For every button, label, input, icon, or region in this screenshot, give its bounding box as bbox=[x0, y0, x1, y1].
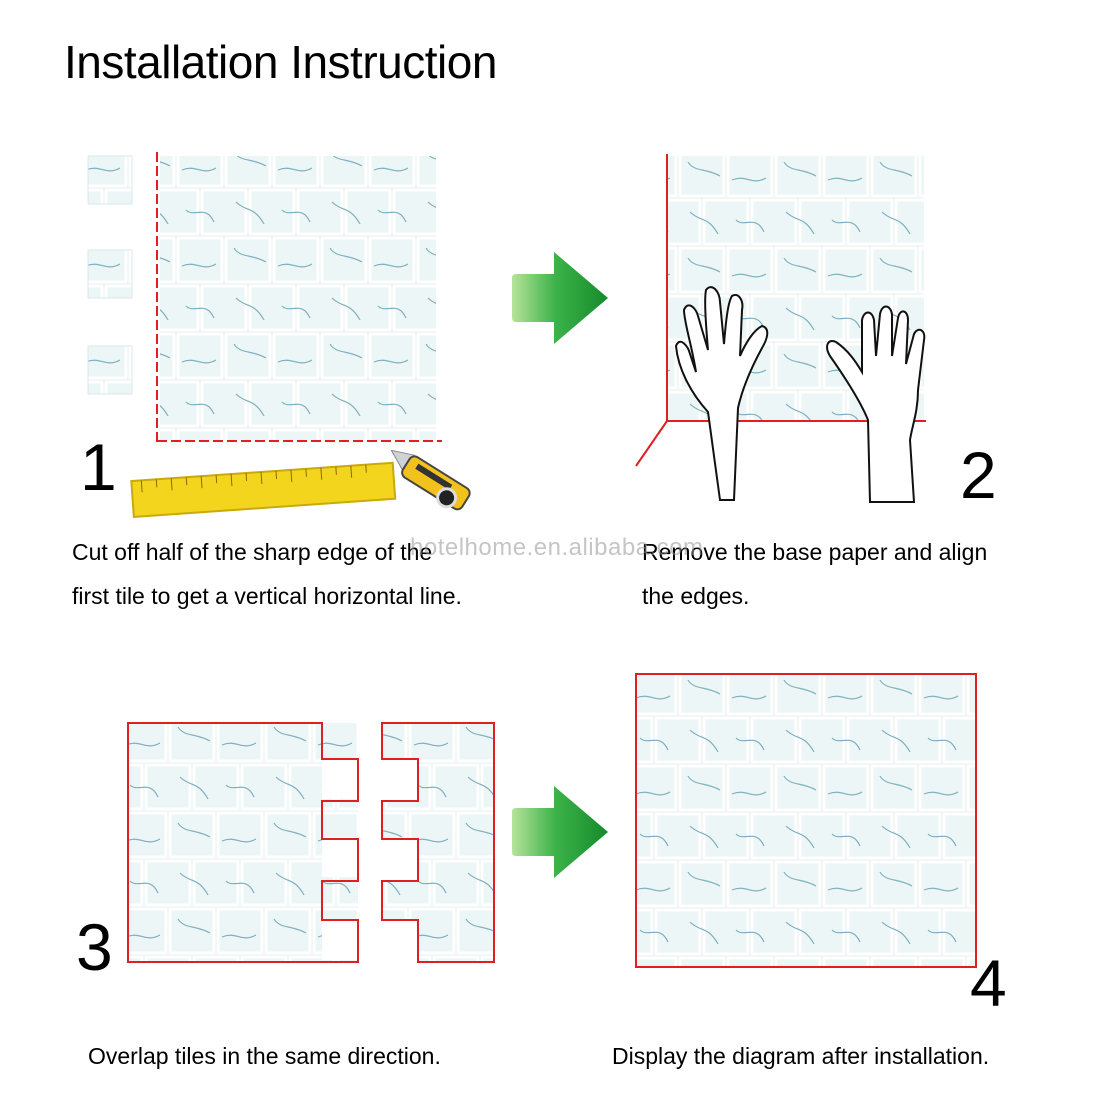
tile-panel bbox=[160, 156, 436, 440]
step-caption: Display the diagram after installation. bbox=[612, 1043, 990, 1069]
ruler-icon bbox=[130, 461, 397, 519]
watermark-text: hotelhome.en.alibaba.com bbox=[410, 534, 704, 561]
tile-panel bbox=[635, 673, 977, 968]
page-title: Installation Instruction bbox=[64, 36, 497, 88]
step1-illustration bbox=[87, 152, 471, 519]
step3-illustration bbox=[127, 722, 495, 963]
step-caption: the edges. bbox=[642, 583, 750, 609]
arrow-right-icon bbox=[512, 786, 608, 878]
guide-line-diagonal bbox=[635, 420, 668, 467]
step-number: 2 bbox=[960, 438, 997, 512]
step-number: 4 bbox=[970, 946, 1007, 1020]
hand-icon bbox=[674, 286, 769, 501]
arrow-right-icon bbox=[512, 252, 608, 344]
step4-illustration bbox=[635, 673, 977, 968]
tile-outline bbox=[127, 722, 359, 963]
step-number: 1 bbox=[80, 430, 117, 504]
step-caption: Remove the base paper and align bbox=[642, 539, 988, 565]
cut-strip bbox=[87, 249, 133, 299]
cut-strip bbox=[87, 345, 133, 395]
step-caption: Overlap tiles in the same direction. bbox=[88, 1043, 441, 1069]
step2-illustration bbox=[635, 154, 926, 503]
hand-icon bbox=[826, 305, 926, 503]
cut-strip bbox=[87, 155, 133, 205]
utility-knife-icon bbox=[390, 449, 471, 511]
tile-panel-right bbox=[381, 722, 495, 963]
step-caption: Cut off half of the sharp edge of the bbox=[72, 539, 433, 565]
step-caption: first tile to get a vertical horizontal … bbox=[72, 583, 462, 609]
tile-panel-left bbox=[128, 723, 358, 962]
step-number: 3 bbox=[76, 910, 113, 984]
